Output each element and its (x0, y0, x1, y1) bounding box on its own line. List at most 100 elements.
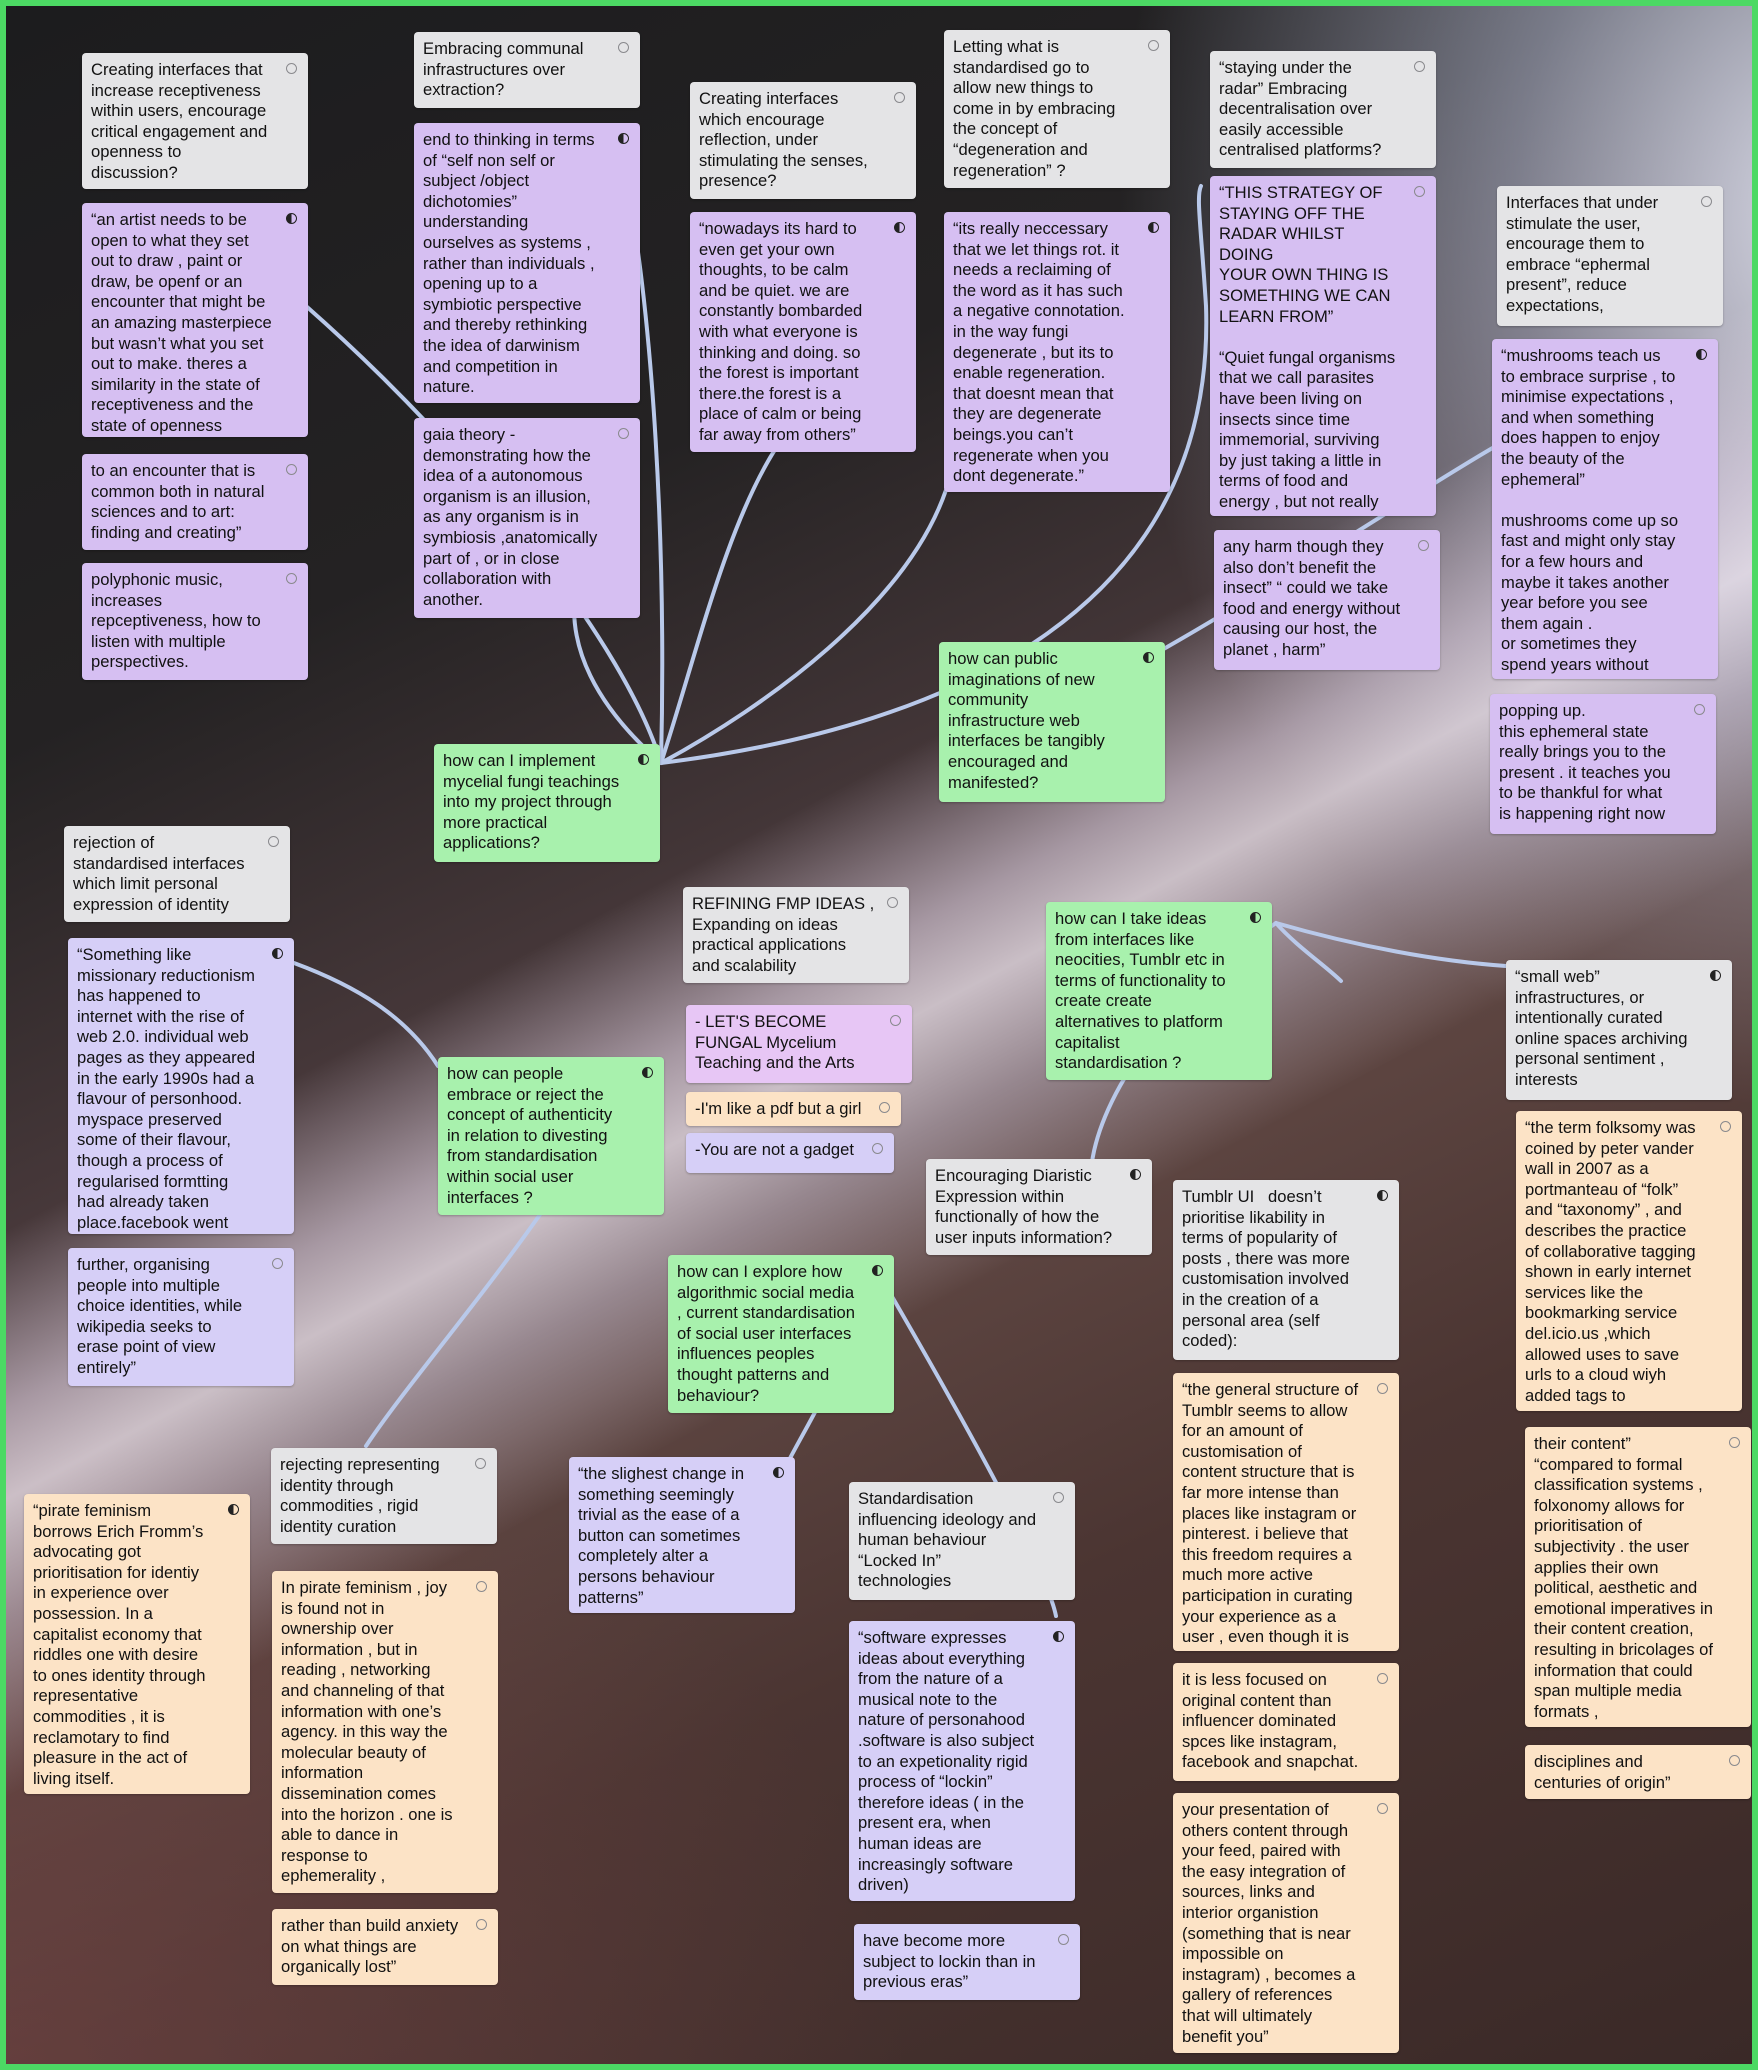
sticky-note[interactable]: “mushrooms teach us to embrace surprise … (1492, 339, 1718, 679)
half-circle-icon[interactable] (894, 222, 905, 233)
half-circle-icon[interactable] (618, 133, 629, 144)
sticky-note[interactable]: “nowadays its hard to even get your own … (690, 212, 916, 452)
sticky-note[interactable]: Encouraging Diaristic Expression within … (926, 1159, 1152, 1255)
sticky-note[interactable]: -I'm like a pdf but a girl (686, 1092, 901, 1126)
sticky-note[interactable]: - LET'S BECOME FUNGAL Mycelium Teaching … (686, 1005, 912, 1083)
half-circle-icon[interactable] (1250, 912, 1261, 923)
half-circle-icon[interactable] (1053, 1631, 1064, 1642)
circle-icon[interactable] (268, 836, 279, 847)
sticky-note[interactable]: “the general structure of Tumblr seems t… (1173, 1373, 1399, 1651)
sticky-note[interactable]: popping up. this ephemeral state really … (1490, 694, 1716, 834)
half-circle-icon[interactable] (286, 213, 297, 224)
sticky-note[interactable]: their content” “compared to formal class… (1525, 1427, 1751, 1727)
note-text: gaia theory - demonstrating how the idea… (423, 425, 598, 609)
half-circle-icon[interactable] (1377, 1190, 1388, 1201)
circle-icon[interactable] (618, 42, 629, 53)
note-text: any harm though they also don’t benefit … (1223, 537, 1401, 659)
circle-icon[interactable] (1377, 1803, 1388, 1814)
circle-icon[interactable] (618, 428, 629, 439)
connector (659, 488, 948, 765)
circle-icon[interactable] (1053, 1492, 1064, 1503)
sticky-note[interactable]: “staying under the radar” Embracing dece… (1210, 51, 1436, 168)
note-text: rather than build anxiety on what things… (281, 1916, 459, 1977)
circle-icon[interactable] (1694, 704, 1705, 715)
circle-icon[interactable] (1377, 1383, 1388, 1394)
sticky-note[interactable]: “pirate feminism borrows Erich Fromm’s a… (24, 1494, 250, 1794)
circle-icon[interactable] (1701, 196, 1712, 207)
circle-icon[interactable] (286, 63, 297, 74)
circle-icon[interactable] (1720, 1121, 1731, 1132)
sticky-note[interactable]: “software expresses ideas about everythi… (849, 1621, 1075, 1901)
circle-icon[interactable] (286, 573, 297, 584)
sticky-note[interactable]: Creating interfaces which encourage refl… (690, 82, 916, 199)
note-text: have become more subject to lockin than … (863, 1931, 1036, 1992)
sticky-note[interactable]: Standardisation influencing ideology and… (849, 1482, 1075, 1600)
sticky-note[interactable]: rejection of standardised interfaces whi… (64, 826, 290, 922)
half-circle-icon[interactable] (1130, 1169, 1141, 1180)
circle-icon[interactable] (286, 464, 297, 475)
sticky-note[interactable]: any harm though they also don’t benefit … (1214, 530, 1440, 670)
circle-icon[interactable] (1058, 1934, 1069, 1945)
circle-icon[interactable] (1729, 1755, 1740, 1766)
circle-icon[interactable] (1148, 40, 1159, 51)
note-text: “the slighest change in something seemin… (578, 1464, 745, 1607)
half-circle-icon[interactable] (272, 948, 283, 959)
sticky-note[interactable]: Tumblr UI doesn’t prioritise likability … (1173, 1180, 1399, 1360)
note-text: Creating interfaces that increase recept… (91, 60, 268, 182)
sticky-note[interactable]: Interfaces that under stimulate the user… (1497, 186, 1723, 326)
note-text: polyphonic music, increases repceptivene… (91, 570, 261, 672)
circle-icon[interactable] (879, 1102, 890, 1113)
circle-icon[interactable] (476, 1919, 487, 1930)
half-circle-icon[interactable] (1696, 349, 1707, 360)
half-circle-icon[interactable] (228, 1504, 239, 1515)
sticky-note[interactable]: Embracing communal infrastructures over … (414, 32, 640, 108)
sticky-note[interactable]: how can people embrace or reject the con… (438, 1057, 664, 1215)
half-circle-icon[interactable] (642, 1067, 653, 1078)
sticky-note[interactable]: Letting what is standardised go to allow… (944, 30, 1170, 188)
sticky-note[interactable]: Creating interfaces that increase recept… (82, 53, 308, 189)
circle-icon[interactable] (272, 1258, 283, 1269)
circle-icon[interactable] (1729, 1437, 1740, 1448)
circle-icon[interactable] (1414, 186, 1425, 197)
sticky-note[interactable]: “the slighest change in something seemin… (569, 1457, 795, 1613)
circle-icon[interactable] (872, 1143, 883, 1154)
circle-icon[interactable] (1418, 540, 1429, 551)
sticky-note[interactable]: REFINING FMP IDEAS , Expanding on ideas … (683, 887, 909, 983)
half-circle-icon[interactable] (872, 1265, 883, 1276)
sticky-note[interactable]: rejecting representing identity through … (271, 1448, 497, 1544)
sticky-note[interactable]: further, organising people into multiple… (68, 1248, 294, 1386)
circle-icon[interactable] (1377, 1673, 1388, 1684)
sticky-note[interactable]: how can I explore how algorithmic social… (668, 1255, 894, 1413)
sticky-note[interactable]: how can I take ideas from interfaces lik… (1046, 902, 1272, 1080)
half-circle-icon[interactable] (1148, 222, 1159, 233)
circle-icon[interactable] (894, 92, 905, 103)
half-circle-icon[interactable] (638, 754, 649, 765)
sticky-note[interactable]: “Something like missionary reductionism … (68, 938, 294, 1234)
sticky-note[interactable]: -You are not a gadget (686, 1133, 894, 1173)
sticky-note[interactable]: to an encounter that is common both in n… (82, 454, 308, 550)
circle-icon[interactable] (476, 1581, 487, 1592)
circle-icon[interactable] (1414, 61, 1425, 72)
sticky-note[interactable]: how can public imaginations of new commu… (939, 642, 1165, 802)
circle-icon[interactable] (475, 1458, 486, 1469)
sticky-note[interactable]: “an artist needs to be open to what they… (82, 203, 308, 437)
sticky-note[interactable]: have become more subject to lockin than … (854, 1924, 1080, 2000)
sticky-note[interactable]: end to thinking in terms of “self non se… (414, 123, 640, 403)
half-circle-icon[interactable] (773, 1467, 784, 1478)
sticky-note[interactable]: “small web” infrastructures, or intentio… (1506, 960, 1732, 1100)
sticky-note[interactable]: gaia theory - demonstrating how the idea… (414, 418, 640, 618)
sticky-note[interactable]: rather than build anxiety on what things… (272, 1909, 498, 1985)
sticky-note[interactable]: “THIS STRATEGY OF STAYING OFF THE RADAR … (1210, 176, 1436, 516)
sticky-note[interactable]: it is less focused on original content t… (1173, 1663, 1399, 1781)
sticky-note[interactable]: “its really neccessary that we let thing… (944, 212, 1170, 492)
sticky-note[interactable]: how can I implement mycelial fungi teach… (434, 744, 660, 862)
sticky-note[interactable]: polyphonic music, increases repceptivene… (82, 563, 308, 680)
sticky-note[interactable]: disciplines and centuries of origin” (1525, 1745, 1751, 1799)
sticky-note[interactable]: your presentation of others content thro… (1173, 1793, 1399, 2053)
sticky-note[interactable]: “the term folksomy was coined by peter v… (1516, 1111, 1742, 1411)
circle-icon[interactable] (890, 1015, 901, 1026)
circle-icon[interactable] (887, 897, 898, 908)
half-circle-icon[interactable] (1143, 652, 1154, 663)
half-circle-icon[interactable] (1710, 970, 1721, 981)
sticky-note[interactable]: In pirate feminism , joy is found not in… (272, 1571, 498, 1893)
